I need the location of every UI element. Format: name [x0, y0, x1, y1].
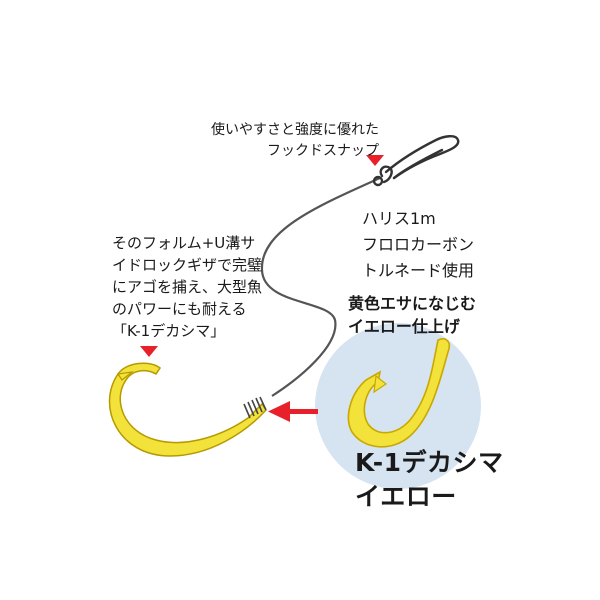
hook-form-line2: イドロックギザで完璧	[112, 256, 263, 274]
leader-line	[260, 176, 381, 397]
hook-form-line1: そのフォルム+U溝サ	[112, 234, 256, 252]
hook-form-description: そのフォルム+U溝サ イドロックギザで完璧 にアゴを捕え、大型魚 のパワーにも耐…	[112, 232, 262, 342]
product-name: K-1デカシマ イエロー	[355, 446, 503, 514]
finish-line2: イエロー仕上げ	[348, 317, 460, 336]
leader-line3: トルネード使用	[362, 261, 475, 280]
hook-form-line5: 「K-1デカシマ」	[112, 322, 226, 340]
arrow-left-icon	[268, 401, 318, 422]
hooked-snap-icon	[372, 135, 460, 187]
snap-pointer-icon	[366, 155, 384, 166]
hook-pointer-icon	[140, 346, 158, 357]
snap-label-line2: フックドスナップ	[267, 143, 379, 159]
product-name-line2: イエロー	[355, 482, 457, 511]
leader-description: ハリス1m フロロカーボン トルネード使用	[362, 206, 474, 284]
leader-line2: フロロカーボン	[362, 235, 475, 254]
snap-label-line1: 使いやすさと強度に優れた	[211, 122, 379, 138]
finish-line1: 黄色エサになじむ	[348, 294, 477, 313]
yellow-finish-callout: 黄色エサになじむ イエロー仕上げ	[348, 292, 476, 338]
main-hook-illustration	[108, 362, 267, 457]
hook-form-line4: のパワーにも耐える	[112, 300, 247, 318]
leader-line1: ハリス1m	[362, 209, 436, 228]
closeup-hook-illustration	[347, 337, 451, 448]
snap-description: 使いやすさと強度に優れた フックドスナップ	[183, 120, 379, 162]
product-name-line1: K-1デカシマ	[355, 448, 504, 477]
hook-form-line3: にアゴを捕え、大型魚	[112, 278, 263, 296]
